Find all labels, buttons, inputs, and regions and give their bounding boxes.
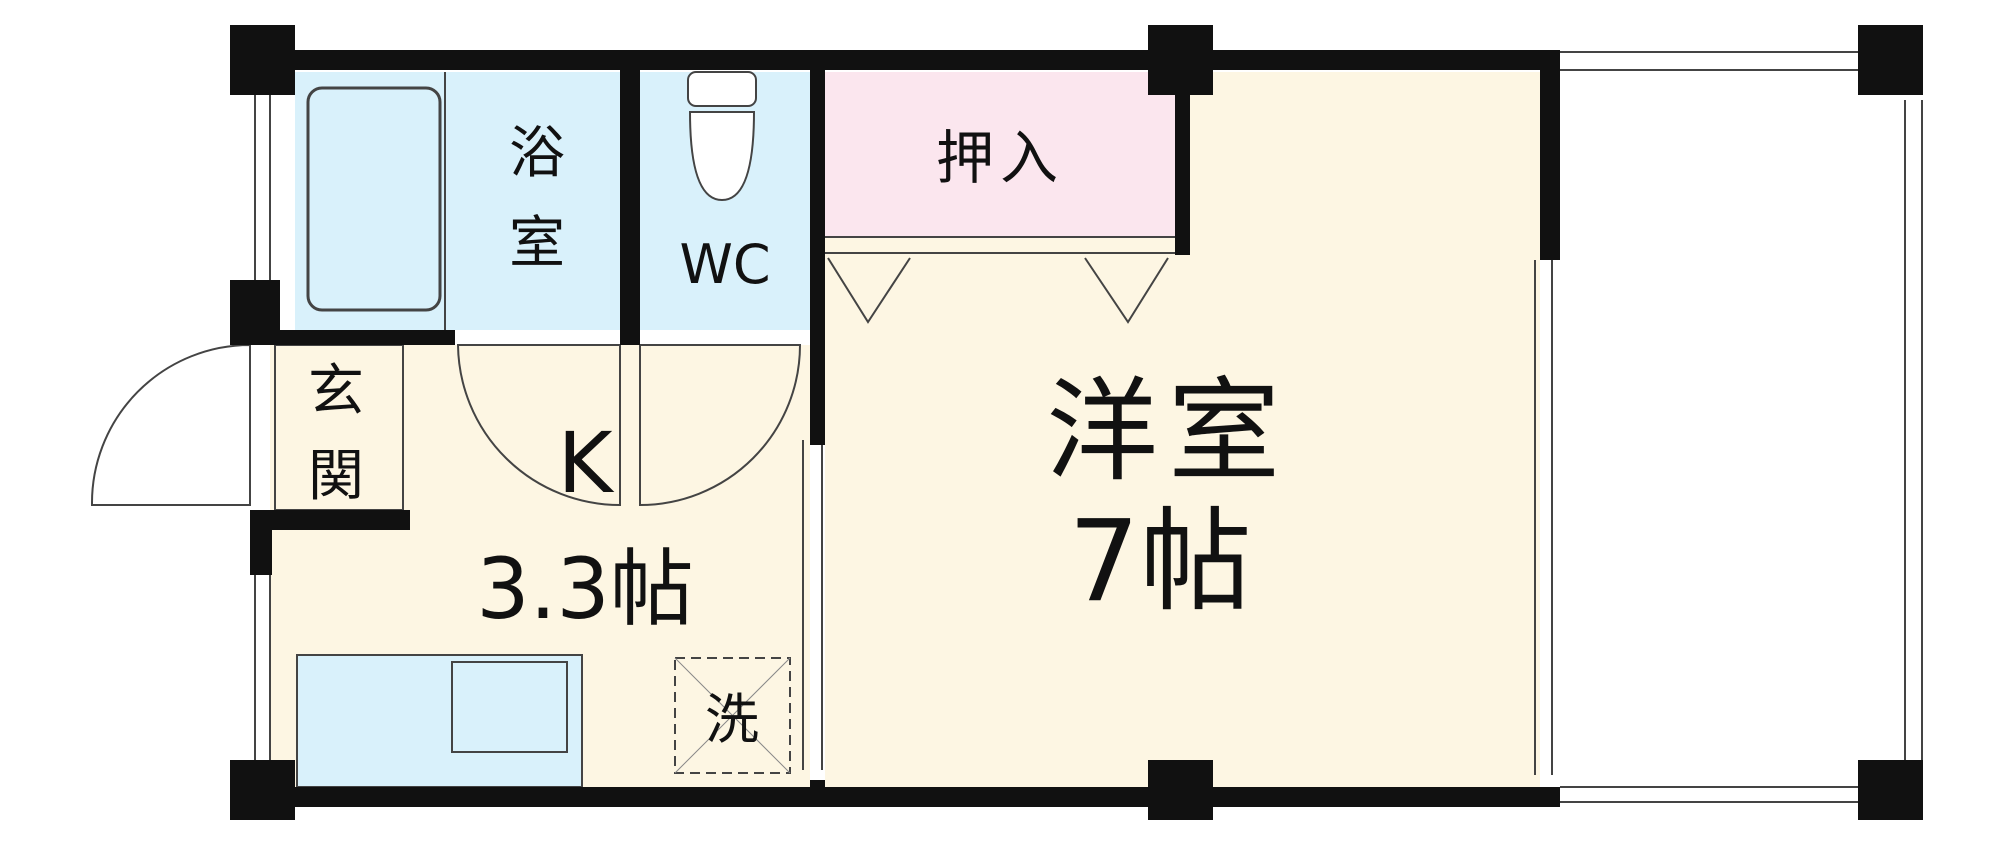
balcony bbox=[1560, 51, 1923, 803]
entrance-label-2: 関 bbox=[308, 444, 364, 509]
bathroom-label-2: 室 bbox=[509, 211, 565, 276]
walls bbox=[230, 50, 1560, 807]
entrance-label-1: 玄 bbox=[308, 359, 364, 424]
bathroom-label-1: 浴 bbox=[509, 121, 565, 186]
washer-diagonal-2 bbox=[674, 657, 791, 774]
bath-door-swing bbox=[456, 344, 621, 507]
toilet-bowl bbox=[688, 111, 756, 202]
closet-label: 押入 bbox=[936, 124, 1064, 192]
kitchen-label-2: 3.3帖 bbox=[476, 540, 694, 638]
kitchen-sink bbox=[451, 661, 568, 753]
bathroom-area bbox=[295, 72, 625, 330]
entrance-door-swing bbox=[90, 343, 251, 506]
bathtub bbox=[306, 86, 442, 312]
closet-area-overlay bbox=[825, 72, 1175, 237]
closet-door-fold-2 bbox=[1084, 257, 1169, 324]
window-left-upper bbox=[254, 92, 271, 280]
pillars bbox=[230, 25, 1923, 820]
western-room-label-2: 7帖 bbox=[1068, 497, 1251, 627]
toilet-label: WC bbox=[679, 233, 770, 296]
window-room-divider bbox=[802, 440, 823, 770]
window-left-lower bbox=[254, 575, 271, 765]
western-room-label-1: 洋室 bbox=[1046, 367, 1290, 497]
closet-door-fold-1 bbox=[827, 257, 911, 324]
window-right bbox=[1534, 260, 1553, 775]
entrance-area bbox=[274, 344, 404, 511]
toilet-tank bbox=[687, 71, 757, 107]
wc-door-swing bbox=[639, 344, 802, 507]
kitchen-label-1: K bbox=[557, 414, 614, 512]
washer-label: 洗 bbox=[705, 688, 759, 751]
